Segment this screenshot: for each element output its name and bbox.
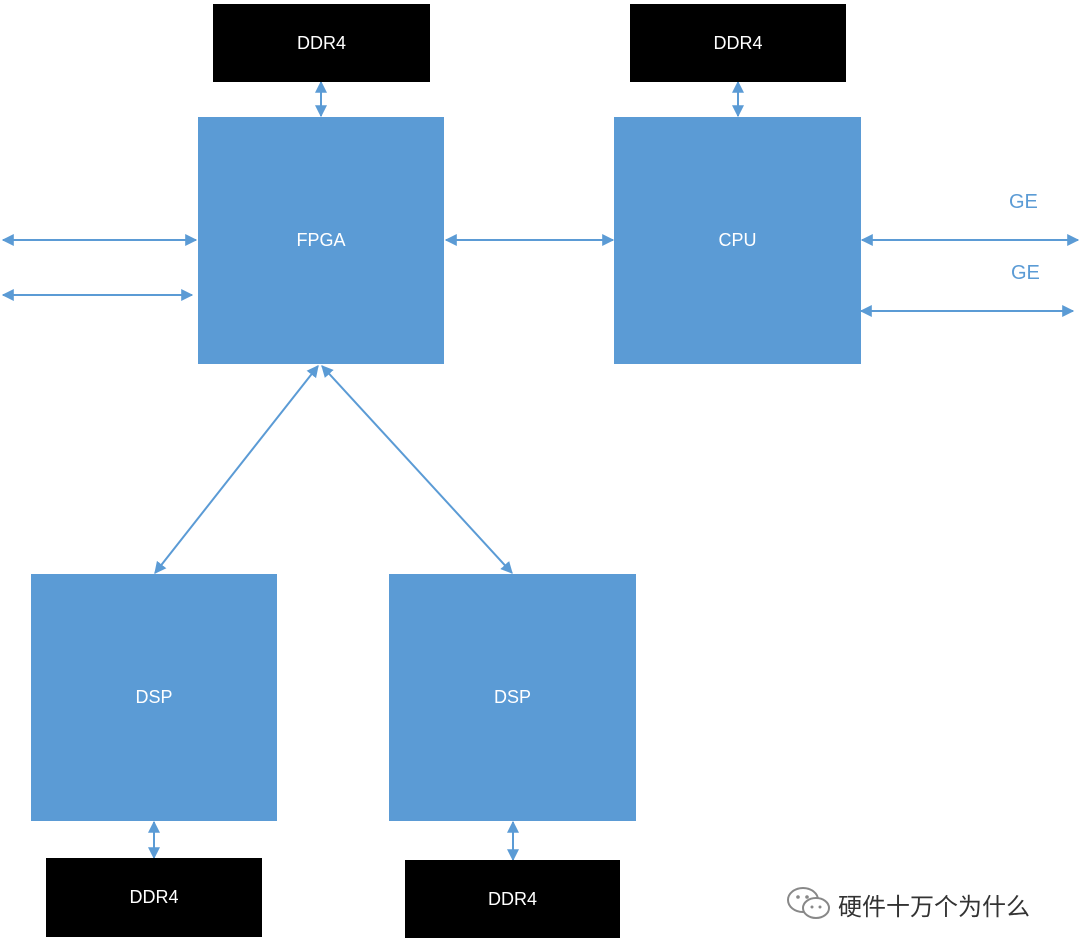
dsp-right-block: DSP bbox=[389, 574, 636, 821]
ddr4-fpga-block: DDR4 bbox=[213, 4, 430, 82]
arrow-fpga-dsp-right bbox=[321, 365, 513, 574]
arrow-fpga-dsp-left bbox=[154, 365, 319, 574]
watermark-text: 硬件十万个为什么 bbox=[838, 892, 1030, 921]
ddr4-cpu-block: DDR4 bbox=[630, 4, 846, 82]
ddr4-dsp-left-block: DDR4 bbox=[46, 858, 262, 937]
fpga-block: FPGA bbox=[198, 117, 444, 364]
ddr4-dsp-right-block: DDR4 bbox=[405, 860, 620, 938]
wechat-icon bbox=[787, 887, 830, 919]
cpu-block: CPU bbox=[614, 117, 861, 364]
dsp-left-block: DSP bbox=[31, 574, 277, 821]
ge-label-top: GE bbox=[1009, 191, 1038, 213]
ge-label-bottom: GE bbox=[1011, 262, 1040, 284]
watermark: 硬件十万个为什么 bbox=[786, 886, 1030, 922]
